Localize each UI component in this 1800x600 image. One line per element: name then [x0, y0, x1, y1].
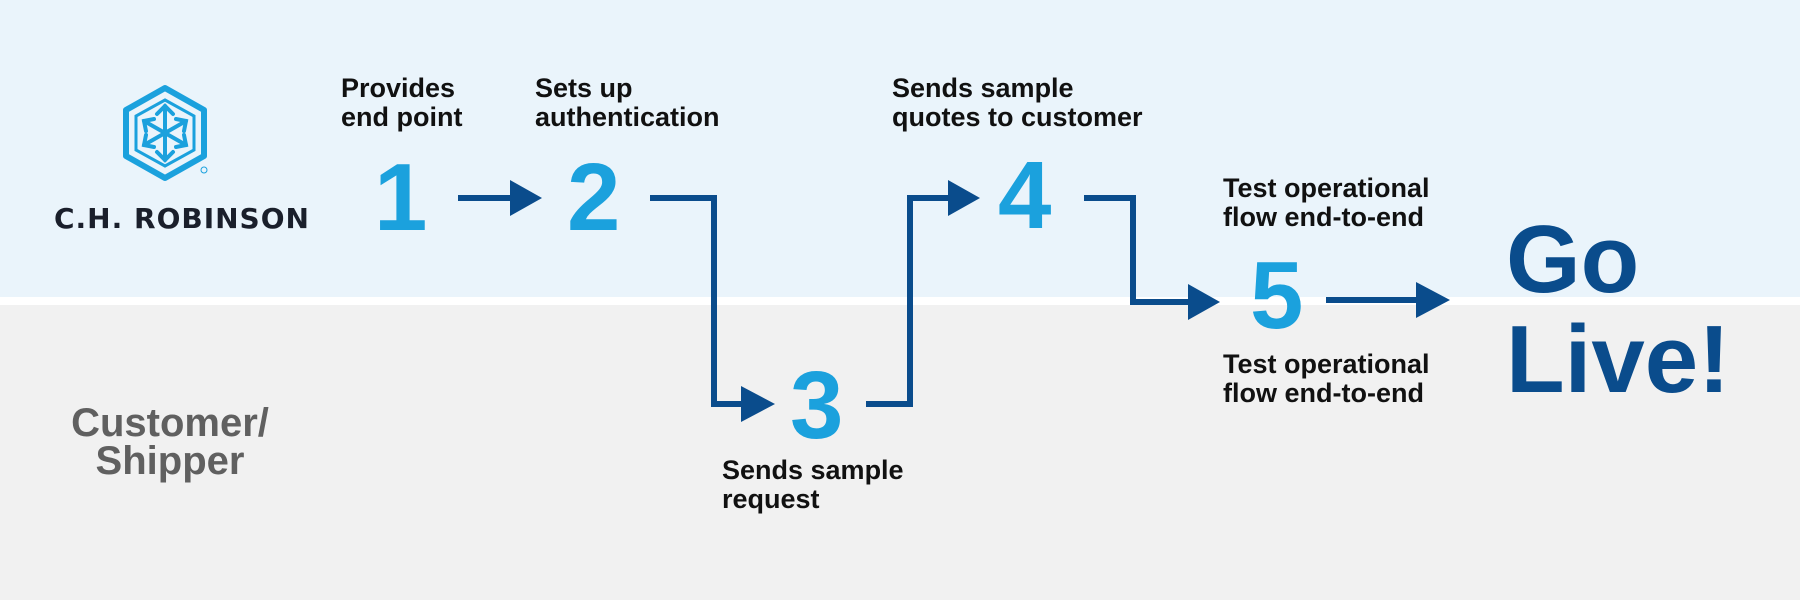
arrowhead-golive — [1416, 282, 1450, 318]
step-3-number: 3 — [790, 352, 844, 459]
brand-name: C.H. ROBINSON — [54, 202, 310, 235]
step-1-number: 1 — [374, 144, 428, 251]
step-5-label-top: Test operational flow end-to-end — [1223, 173, 1430, 232]
step-5-number: 5 — [1250, 242, 1304, 349]
customer-lane — [0, 305, 1800, 600]
lane-label-customer: Customer/ Shipper — [71, 401, 269, 483]
step-1-label: Provides end point — [341, 73, 463, 132]
step-3-label: Sends sample request — [722, 455, 904, 514]
arrow-2-to-3 — [650, 195, 743, 407]
step-4-label: Sends sample quotes to customer — [892, 73, 1143, 132]
chr-lane — [0, 0, 1800, 297]
arrowhead-5 — [1188, 284, 1220, 320]
step-2-label: Sets up authentication — [535, 73, 720, 132]
arrow-4-to-5 — [1084, 195, 1190, 305]
chr-hexagon-logo-icon — [123, 85, 208, 181]
step-2-number: 2 — [567, 144, 621, 251]
arrowhead-2 — [510, 180, 542, 216]
lane-divider — [0, 297, 1800, 305]
step-4-number: 4 — [998, 142, 1052, 249]
arrowhead-4 — [948, 180, 980, 216]
arrowhead-3 — [741, 386, 775, 422]
arrow-3-to-4 — [866, 195, 950, 407]
step-5-label-bottom: Test operational flow end-to-end — [1223, 349, 1430, 408]
go-live-text: Go Live! — [1506, 206, 1731, 413]
